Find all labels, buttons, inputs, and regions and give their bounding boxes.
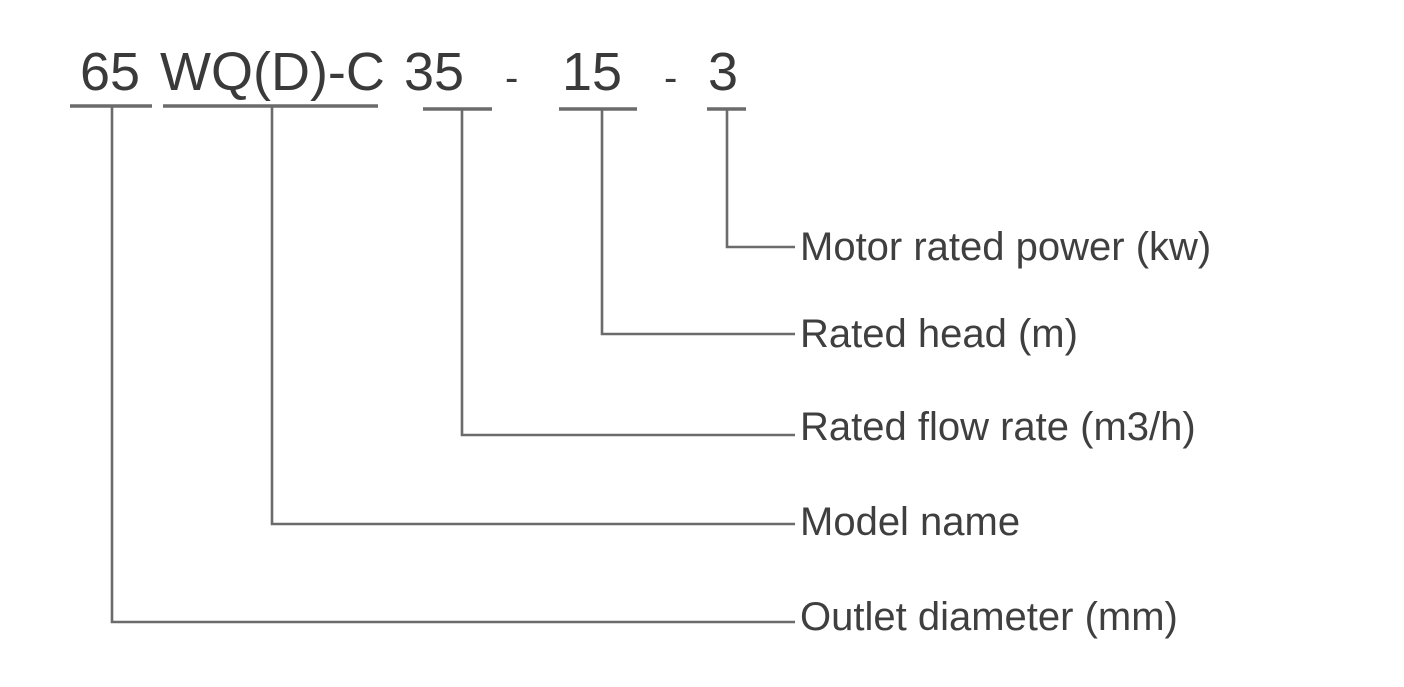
- leader-line-rated-head: [600, 109, 795, 336]
- label-rated-head: Rated head (m): [800, 312, 1078, 356]
- leader-line-rated-flow-rate: [460, 109, 795, 437]
- label-model-name: Model name: [800, 500, 1021, 544]
- label-rated-flow-rate: Rated flow rate (m3/h): [800, 405, 1196, 449]
- label-motor-rated-power: Motor rated power (kw): [800, 225, 1212, 269]
- leader-stem-group: [110, 106, 795, 624]
- code-token-flow-rate: 35: [404, 42, 465, 102]
- code-token-model-name: WQ(D)-C: [160, 42, 385, 102]
- model-code-row: 65 WQ(D)-C 35 15 3 - -: [0, 0, 1404, 130]
- leader-line-model-name: [270, 106, 795, 526]
- code-token-rated-head: 15: [562, 42, 623, 102]
- label-outlet-diameter: Outlet diameter (mm): [800, 595, 1178, 639]
- code-separator-dash-1: -: [505, 56, 519, 100]
- code-separator-dash-2: -: [664, 56, 678, 100]
- code-token-rated-power: 3: [708, 42, 739, 102]
- leader-line-outlet-diameter: [110, 106, 795, 624]
- code-token-outlet-diameter: 65: [80, 42, 141, 102]
- leader-line-motor-rated-power: [725, 109, 795, 249]
